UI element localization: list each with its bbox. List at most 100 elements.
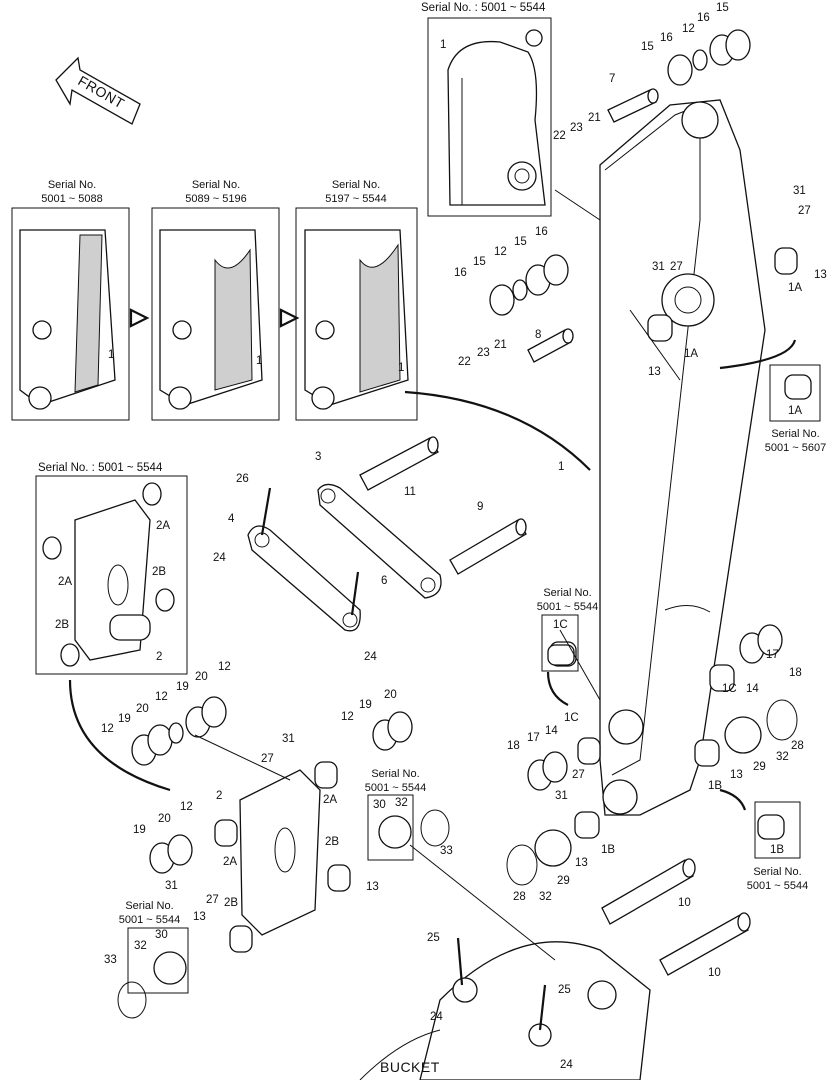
label-10: 10 [678, 897, 691, 909]
inset-boom-head-box [427, 17, 552, 217]
callout-box-1C [541, 614, 579, 672]
label-1: 1 [558, 461, 565, 473]
label-30: 30 [155, 929, 168, 941]
arrow-2 [279, 308, 300, 328]
label-2B: 2B [55, 619, 70, 631]
boom-main [599, 99, 766, 816]
label-2B: 2B [224, 897, 239, 909]
label-7: 7 [609, 73, 616, 85]
serial-seal-low: Serial No. 5001 ~ 5544 [118, 900, 181, 926]
label-1A: 1A [684, 348, 699, 360]
version-box-1 [11, 207, 130, 421]
label-12: 12 [155, 691, 168, 703]
label-8: 8 [535, 329, 542, 341]
label-20: 20 [136, 703, 149, 715]
label-12: 12 [682, 23, 695, 35]
label-1A: 1A [788, 405, 803, 417]
link-4 [247, 525, 361, 632]
label-6: 6 [381, 575, 388, 587]
label-1B: 1B [770, 844, 785, 856]
link-3 [317, 483, 442, 599]
label-2A: 2A [156, 520, 171, 532]
serial-link: Serial No. : 5001 ~ 5544 [38, 462, 163, 474]
washers [117, 29, 798, 1019]
label-9: 9 [477, 501, 484, 513]
label-15: 15 [514, 236, 527, 248]
label-16: 16 [535, 226, 548, 238]
boom-callout-curve [404, 390, 591, 471]
label-1B: 1B [708, 780, 723, 792]
label-16: 16 [454, 267, 467, 279]
pin-9 [449, 518, 527, 575]
label-13: 13 [648, 366, 661, 378]
label-2: 2 [216, 790, 223, 802]
label-24: 24 [213, 552, 226, 564]
label-24: 24 [364, 651, 377, 663]
label-26: 26 [236, 473, 249, 485]
label-3: 3 [315, 451, 322, 463]
label-2A: 2A [58, 576, 73, 588]
label-13: 13 [814, 269, 827, 281]
pin-10-upper [601, 858, 696, 925]
label-23: 23 [570, 122, 583, 134]
label-15: 15 [716, 2, 729, 14]
callout-box-1A [769, 364, 821, 422]
label-27: 27 [206, 894, 219, 906]
link-2-exploded [239, 769, 321, 936]
label-28: 28 [513, 891, 526, 903]
label-14: 14 [545, 725, 558, 737]
serial-1B: Serial No. 5001 ~ 5544 [746, 866, 809, 892]
label-22: 22 [458, 356, 471, 368]
label-21: 21 [588, 112, 601, 124]
label-1: 1 [108, 349, 115, 361]
label-32: 32 [776, 751, 789, 763]
label-32: 32 [134, 940, 147, 952]
label-1: 1 [256, 355, 263, 367]
label-28: 28 [791, 740, 804, 752]
label-2B: 2B [325, 836, 340, 848]
label-2: 2 [156, 651, 163, 663]
label-1C: 1C [564, 712, 579, 724]
pin-8 [527, 328, 574, 363]
label-33: 33 [440, 845, 453, 857]
label-4: 4 [228, 513, 235, 525]
label-1B: 1B [601, 844, 616, 856]
label-32: 32 [539, 891, 552, 903]
serial-1C: Serial No. 5001 ~ 5544 [536, 587, 599, 613]
label-15: 15 [473, 256, 486, 268]
label-20: 20 [158, 813, 171, 825]
label-19: 19 [133, 824, 146, 836]
label-14: 14 [746, 683, 759, 695]
label-24: 24 [560, 1059, 573, 1071]
label-31: 31 [652, 261, 665, 273]
label-31: 31 [555, 790, 568, 802]
label-10: 10 [708, 967, 721, 979]
label-1C: 1C [722, 683, 737, 695]
label-16: 16 [697, 12, 710, 24]
label-17: 17 [527, 732, 540, 744]
serial-1A: Serial No. 5001 ~ 5607 [764, 428, 827, 454]
label-19: 19 [359, 699, 372, 711]
label-20: 20 [384, 689, 397, 701]
label-13: 13 [575, 857, 588, 869]
label-27: 27 [572, 769, 585, 781]
link-callout-curve [68, 679, 171, 792]
serial-top: Serial No. : 5001 ~ 5544 [421, 2, 546, 14]
pin-7 [607, 88, 659, 123]
link-inset-box [35, 475, 188, 675]
label-13: 13 [366, 881, 379, 893]
label-12: 12 [180, 801, 193, 813]
serial-seal-mid: Serial No. 5001 ~ 5544 [364, 768, 427, 794]
label-31: 31 [165, 880, 178, 892]
label-30: 30 [373, 799, 386, 811]
guide-lines [194, 189, 681, 961]
front-direction-arrow [55, 56, 141, 125]
serial-v2: Serial No. 5089 ~ 5196 [185, 179, 247, 205]
version-box-3 [295, 207, 418, 421]
label-13: 13 [193, 911, 206, 923]
label-2A: 2A [323, 794, 338, 806]
label-29: 29 [753, 761, 766, 773]
bolts [260, 487, 547, 1031]
label-23: 23 [477, 347, 490, 359]
